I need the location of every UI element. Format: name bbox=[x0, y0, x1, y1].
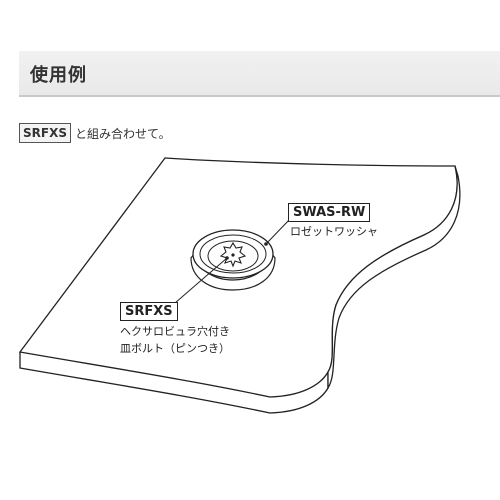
bolt-leader-line bbox=[174, 257, 228, 304]
plate-edge bbox=[19, 352, 329, 414]
bolt-description-line2: 皿ボルト（ピンつき） bbox=[120, 342, 230, 355]
section-header: 使用例 bbox=[19, 51, 500, 97]
washer-code-label: SWAS-RW bbox=[288, 203, 371, 222]
washer-leader-line bbox=[265, 218, 291, 245]
intro-text: と組み合わせて。 bbox=[74, 126, 171, 141]
product-code-badge: SRFXS bbox=[19, 123, 71, 143]
intro-line: SRFXS と組み合わせて。 bbox=[19, 122, 171, 144]
washer-description: ロゼットワッシャ bbox=[290, 225, 378, 238]
rosette-washer-icon bbox=[190, 229, 276, 291]
section-title: 使用例 bbox=[30, 65, 87, 86]
bolt-code-label: SRFXS bbox=[120, 302, 178, 321]
plate-edge-right bbox=[327, 165, 461, 391]
bolt-description-line1: ヘクサロビュラ穴付き bbox=[120, 325, 230, 338]
